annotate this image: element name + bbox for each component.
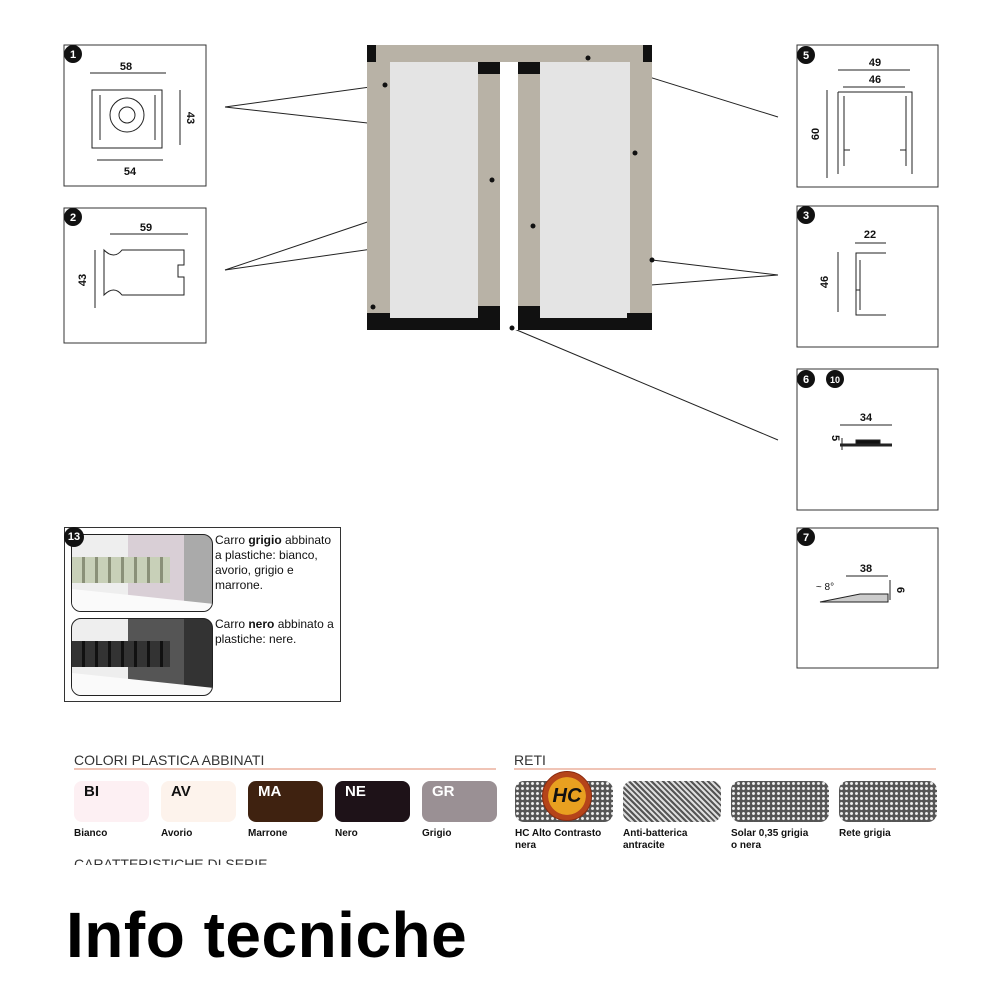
svg-text:34: 34	[860, 412, 873, 424]
svg-text:5: 5	[803, 50, 809, 62]
color-code: AV	[171, 783, 191, 800]
color-name: Bianco	[74, 828, 108, 839]
color-swatch-nero: NE	[335, 781, 410, 822]
net-label-grey: Rete grigia	[839, 828, 891, 839]
carro-black-text: Carro nero abbinato a plastiche: nere.	[215, 617, 334, 646]
svg-text:5: 5	[829, 435, 841, 441]
colors-divider	[74, 768, 496, 770]
profile-box-7	[796, 527, 939, 669]
cut-off-heading: CARATTERISTICHE DI SERIE	[74, 857, 268, 865]
carro-grey-text: Carro grigio abbinato a plastiche: bianc…	[215, 533, 332, 592]
svg-text:59: 59	[140, 222, 152, 234]
profile-box-5	[796, 44, 939, 188]
profile-box-2	[63, 207, 207, 344]
net-label-antibacterial: Anti-batterica antracite	[623, 828, 688, 851]
svg-text:43: 43	[184, 112, 196, 124]
technical-diagram: 1 2 5 3 6 10 7 58 43 54 59 43 49 46 60 2…	[63, 44, 939, 669]
color-name: Marrone	[248, 828, 288, 839]
color-swatch-grigio: GR	[422, 781, 497, 822]
nets-divider	[514, 768, 936, 770]
profile-7-drawing	[819, 575, 891, 603]
net-solar	[731, 781, 829, 822]
svg-text:3: 3	[803, 210, 809, 222]
nets-section-title: RETI	[514, 752, 546, 768]
profile-badges: 1 2 5 3 6 10 7	[64, 45, 844, 546]
svg-text:~ 8°: ~ 8°	[816, 582, 834, 593]
net-label-solar: Solar 0,35 grigia o nera	[731, 828, 809, 851]
svg-text:10: 10	[830, 375, 840, 385]
profile-box-3	[796, 205, 939, 348]
color-code: MA	[258, 783, 282, 800]
carro-black-photo	[71, 618, 213, 696]
svg-text:54: 54	[124, 166, 137, 178]
color-swatch-bianco: BI	[74, 781, 149, 822]
svg-text:43: 43	[77, 274, 89, 286]
svg-text:2: 2	[70, 212, 76, 224]
svg-text:49: 49	[869, 57, 881, 69]
net-grey	[839, 781, 937, 822]
net-label-hc: HC Alto Contrasto nera	[515, 828, 602, 851]
color-name: Grigio	[422, 828, 452, 839]
color-code: GR	[432, 783, 455, 800]
profile-box-6-10	[796, 368, 939, 511]
profile-box-1	[63, 44, 207, 187]
hc-badge-logo: HC	[542, 771, 592, 821]
profile-2-drawing	[94, 233, 188, 308]
profile-3-drawing	[837, 242, 886, 316]
svg-text:38: 38	[860, 563, 872, 575]
color-swatch-marrone: MA	[248, 781, 323, 822]
color-code: NE	[345, 783, 366, 800]
color-name: Nero	[335, 828, 358, 839]
svg-text:46: 46	[819, 276, 831, 288]
svg-text:58: 58	[120, 61, 132, 73]
svg-text:22: 22	[864, 229, 876, 241]
colors-section-title: COLORI PLASTICA ABBINATI	[74, 752, 265, 768]
door-frame-drawing	[367, 45, 655, 331]
carro-grey-photo	[71, 534, 213, 612]
color-swatch-avorio: AV	[161, 781, 236, 822]
svg-text:60: 60	[810, 128, 822, 140]
color-code: BI	[84, 783, 99, 800]
svg-text:7: 7	[803, 532, 809, 544]
svg-text:6: 6	[894, 587, 906, 593]
svg-text:46: 46	[869, 74, 881, 86]
page-title: Info tecniche	[66, 899, 468, 971]
net-antibacterial	[623, 781, 721, 822]
carro-box: 13 Carro grigio abbinato a plastiche: bi…	[64, 527, 341, 702]
profile-5-drawing	[826, 69, 913, 178]
svg-text:1: 1	[70, 49, 76, 61]
profile-6-10-drawing	[840, 424, 892, 450]
profile-1-drawing	[90, 72, 181, 161]
svg-text:6: 6	[803, 374, 809, 386]
badge-13: 13	[64, 527, 84, 547]
color-name: Avorio	[161, 828, 193, 839]
